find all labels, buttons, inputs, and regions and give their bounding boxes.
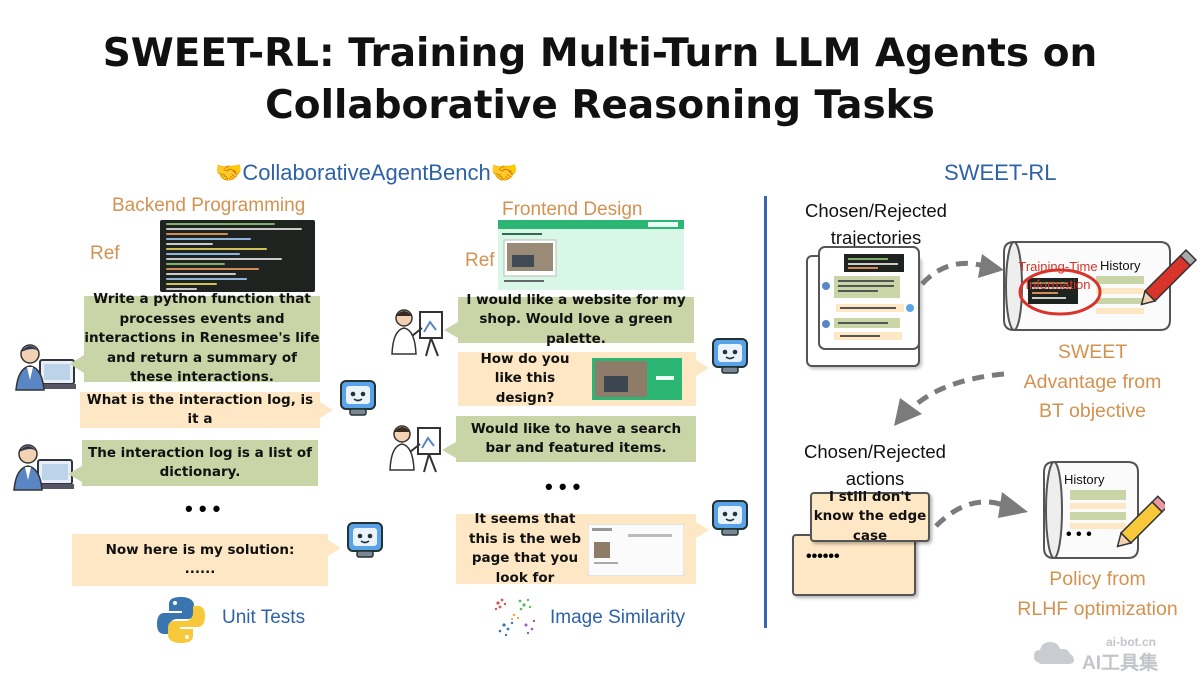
section-divider [764, 196, 767, 628]
backend-code-snippet [160, 220, 315, 292]
frontend-user-message-2: Would like to have a search bar and feat… [456, 416, 696, 462]
bench-label: CollaborativeAgentBench [242, 160, 491, 185]
solution-dots: ...... [184, 561, 216, 577]
bubble-tail [70, 355, 84, 373]
developer-avatar-icon [15, 344, 76, 391]
unit-tests-label: Unit Tests [222, 607, 306, 628]
chosen-rejected-trajectories-label: Chosen/Rejected trajectories [805, 200, 947, 248]
policy-rlhf-label: Policy from RLHF optimization [995, 565, 1200, 624]
bubble-tail [696, 360, 709, 376]
bubble-tail [442, 442, 456, 458]
sweet-advantage-label: SWEET Advantage from BT objective [1000, 338, 1185, 427]
policy-from-label: Policy from [1049, 568, 1146, 590]
reference-webpage-thumbnail [498, 220, 684, 290]
frontend-label: Frontend Design [502, 199, 643, 220]
designer-avatar-icon [391, 309, 443, 357]
rlhf-label: RLHF optimization [1017, 597, 1178, 620]
handshake-icon-right: 🤝 [490, 160, 519, 185]
chosen-action-card: I still don't know the edge case [810, 489, 930, 544]
bubble-tail [696, 522, 709, 538]
watermark-domain: ai-bot.cn [1106, 635, 1156, 649]
action-dots: •••••• [806, 548, 840, 565]
arrow-to-sweet-icon [920, 254, 1004, 286]
arrow-to-actions-icon [894, 371, 1005, 426]
bt-objective-label: BT objective [1039, 400, 1146, 422]
policy-history-label: History [1064, 472, 1105, 487]
policy-history-scroll-icon [1043, 461, 1165, 559]
robot-agent-icon [340, 380, 376, 416]
python-logo-icon [157, 597, 205, 643]
frontend-ref-label: Ref [465, 250, 495, 271]
title-line-1: SWEET-RL: Training Multi-Turn LLM Agents… [102, 31, 1098, 76]
backend-ellipsis: • • • [185, 496, 221, 521]
trajectory-card-front [818, 246, 920, 350]
chosen-rejected-actions-label: Chosen/Rejected actions [804, 441, 946, 489]
bubble-tail [320, 402, 333, 418]
arrow-to-policy-icon [934, 492, 1028, 528]
designer-avatar-icon-2 [389, 425, 441, 473]
design-question-text: How do you like this design? [480, 350, 570, 406]
developer-avatar-icon-2 [13, 444, 74, 491]
robot-agent-icon-4 [712, 500, 748, 536]
backend-user-message-2: The interaction log is a list of diction… [82, 440, 318, 486]
cloud-logo-icon [1034, 642, 1074, 664]
frontend-user-message-1: I would like a website for my shop. Woul… [458, 292, 694, 347]
handshake-icon: 🤝 [215, 160, 243, 185]
robot-agent-icon-2 [347, 522, 383, 558]
robot-agent-icon-3 [712, 338, 748, 374]
rejected-action-card [792, 534, 916, 596]
image-similarity-label: Image Similarity [550, 607, 686, 628]
design-preview-thumbnail [592, 358, 682, 400]
backend-agent-message-1: What is the interaction log, is it a [80, 392, 320, 428]
backend-label: Backend Programming [112, 195, 306, 216]
image-similarity-icon [494, 598, 536, 637]
sweet-label: SWEET [1057, 341, 1128, 363]
frontend-ellipsis: • • • [545, 474, 581, 499]
result-webpage-thumbnail [588, 524, 684, 576]
bubble-tail [444, 322, 458, 338]
title-line-2: Collaborative Reasoning Tasks [265, 83, 935, 128]
backend-agent-message-2: Now here is my solution: ...... [72, 534, 328, 586]
bubble-tail [328, 540, 341, 556]
page-title: SWEET-RL: Training Multi-Turn LLM Agents… [0, 28, 1200, 132]
advantage-label: Advantage from [1023, 370, 1162, 393]
watermark-name: AI工具集 [1082, 653, 1159, 674]
bench-header: 🤝CollaborativeAgentBench🤝 [215, 160, 518, 186]
training-time-info-label: Training-Time Information [1018, 259, 1098, 292]
solution-text: Now here is my solution: [105, 541, 295, 558]
bubble-tail [68, 466, 82, 482]
backend-user-message-1: Write a python function that processes e… [84, 291, 320, 386]
training-time-scroll-icon [1003, 241, 1198, 331]
webpage-answer-text: It seems that this is the web page that … [468, 511, 581, 586]
backend-ref-label: Ref [90, 243, 120, 264]
sweet-rl-header: SWEET-RL [944, 160, 1057, 185]
policy-dots: • • • [1066, 526, 1092, 543]
history-label: History [1100, 258, 1141, 273]
